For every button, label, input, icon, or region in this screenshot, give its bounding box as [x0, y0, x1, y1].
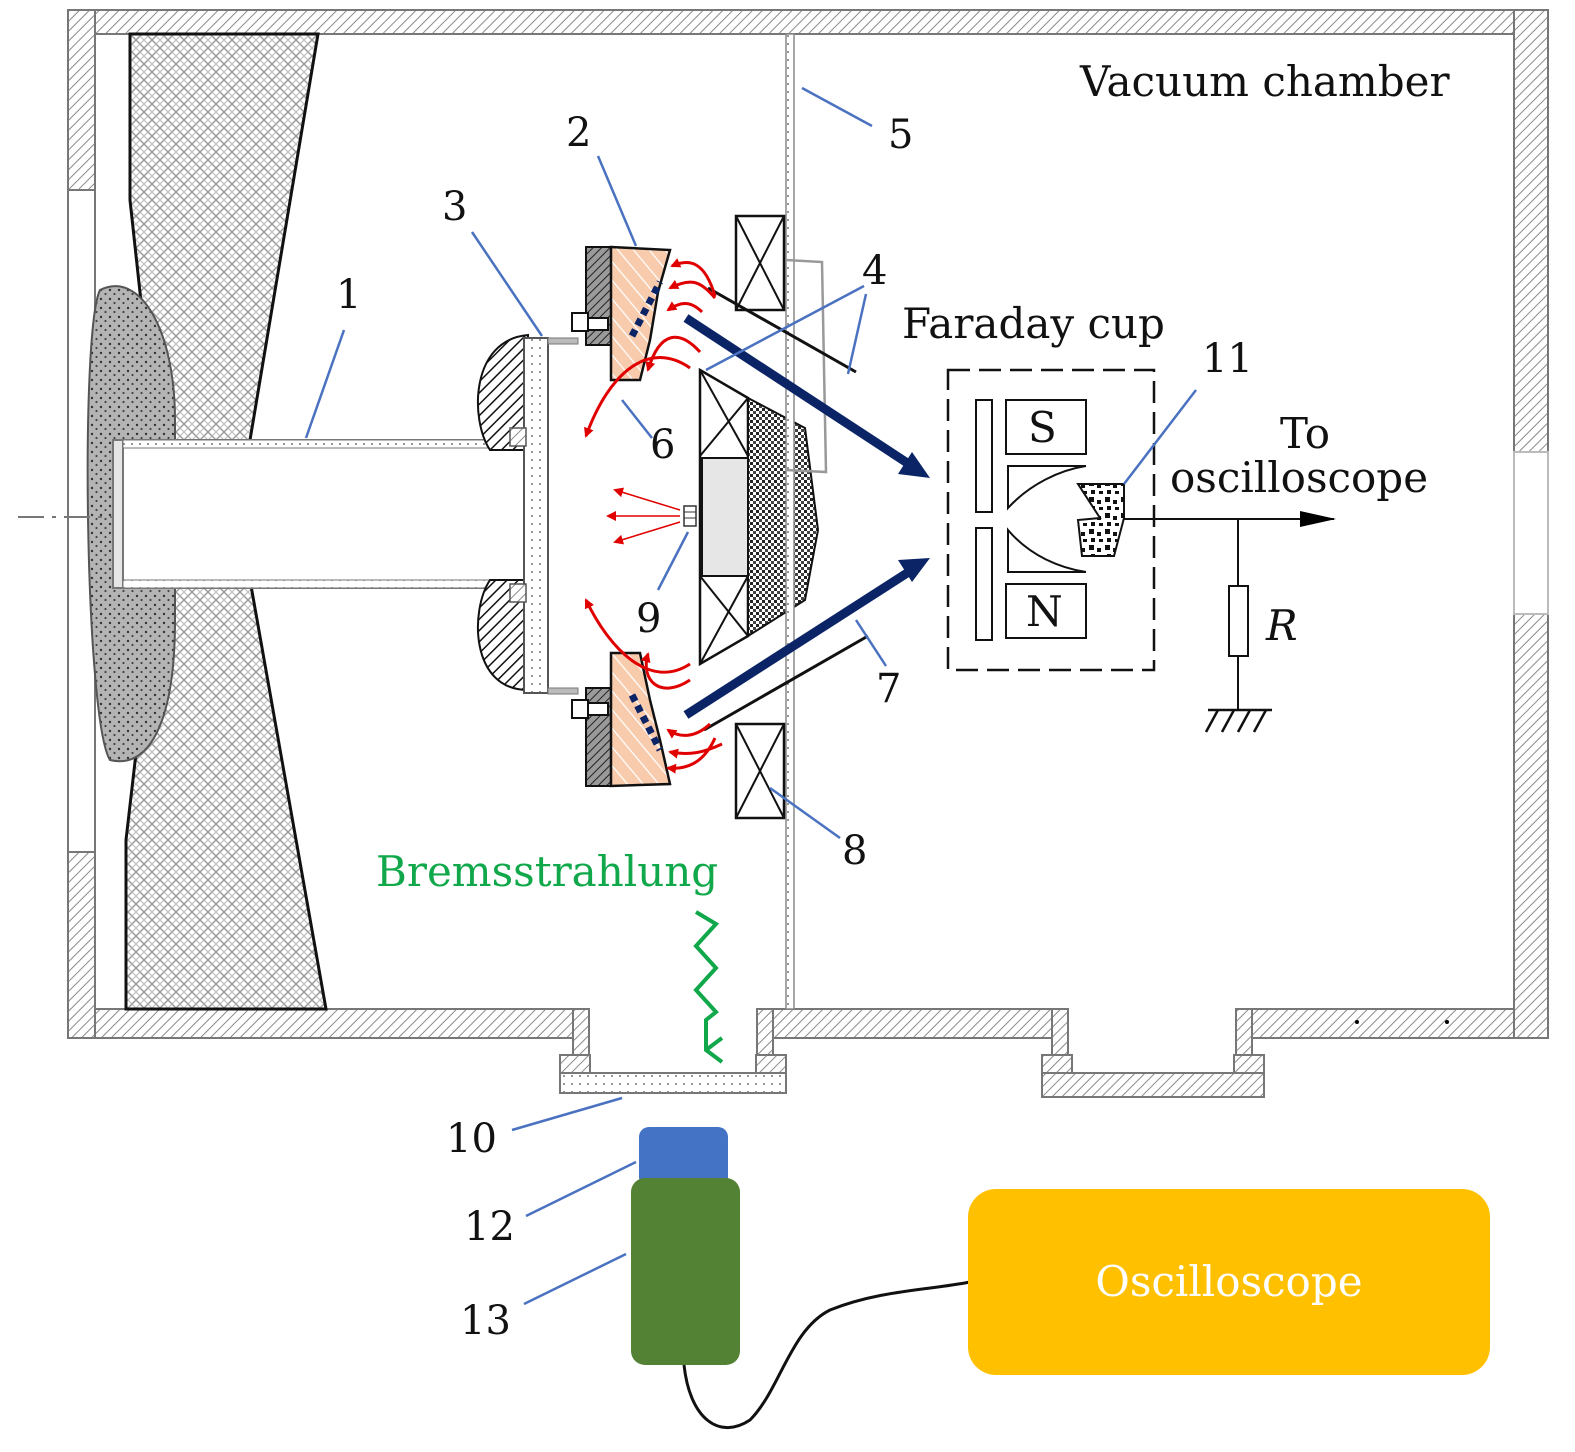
electron-beam-upper-head: [898, 452, 930, 478]
lower-cathode: [571, 651, 672, 788]
vacuum-chamber-label: Vacuum chamber: [1079, 57, 1450, 106]
anode-assembly: [683, 367, 820, 667]
faraday-cup-label: Faraday cup: [902, 299, 1165, 348]
detector-cable: [682, 1280, 971, 1430]
callout-12: 12: [464, 1204, 515, 1250]
detector-body: [631, 1178, 740, 1365]
bremsstrahlung-arrow: [693, 910, 716, 1050]
separator-mesh: [785, 33, 795, 1010]
callout-11: 11: [1202, 336, 1253, 382]
magnet-s-label: S: [1028, 403, 1057, 452]
callout-7: 7: [876, 666, 901, 712]
upper-cathode: [571, 245, 672, 382]
callout-10: 10: [446, 1116, 497, 1162]
to-label: To: [1280, 409, 1330, 458]
x-ray-window: [559, 1072, 787, 1094]
oscilloscope-box: [968, 1189, 1490, 1375]
electron-beam-lower-head: [898, 558, 930, 582]
x-emission-arrows: [606, 487, 681, 545]
oscilloscope-label: Oscilloscope: [1095, 1257, 1362, 1306]
bremsstrahlung-label: Bremsstrahlung: [376, 847, 718, 896]
detector-cap: [639, 1127, 728, 1187]
emission-arrows: [584, 258, 723, 774]
cathode-stalk: [112, 439, 529, 589]
magnet-n-label: N: [1026, 587, 1063, 636]
callout-5: 5: [888, 112, 913, 158]
callout-2: 2: [566, 110, 591, 156]
callout-3: 3: [442, 184, 467, 230]
support-bracket: [785, 258, 828, 474]
callout-8: 8: [842, 828, 867, 874]
magnetic-coils: [734, 214, 786, 820]
callout-1: 1: [336, 272, 361, 318]
electron-beam-upper: [683, 314, 921, 474]
leader-lines: [304, 86, 1197, 1306]
oscilloscope-destination-label: oscilloscope: [1170, 453, 1428, 502]
resistor-label: R: [1265, 601, 1298, 650]
callout-4: 4: [862, 248, 887, 294]
electron-beam-lower: [683, 562, 921, 719]
flange: [476, 333, 579, 695]
faraday-cup: [946, 368, 1156, 672]
vacuum-chamber-walls: [67, 9, 1549, 1098]
callout-13: 13: [460, 1298, 511, 1344]
callout-6: 6: [650, 422, 675, 468]
callout-9: 9: [636, 596, 661, 642]
signal-circuit: [1124, 511, 1336, 733]
